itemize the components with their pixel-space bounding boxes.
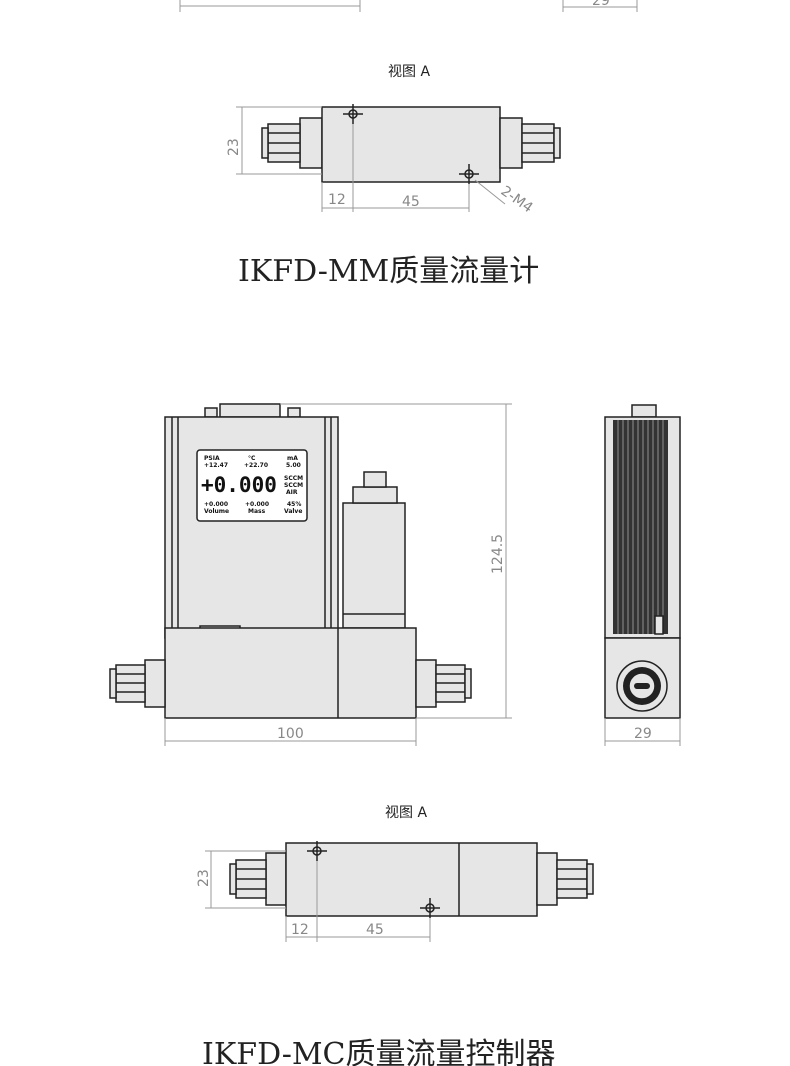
screen-unit-2: SCCM xyxy=(284,482,303,489)
screen-unit-1: SCCM xyxy=(284,475,303,482)
screen-br-label: Valve xyxy=(284,508,302,515)
bottom-view-a-drawing xyxy=(205,841,594,942)
screen-tc-label: °C xyxy=(248,455,256,462)
screen-bl-value: +0.000 xyxy=(204,501,228,508)
front-view-drawing xyxy=(109,403,512,746)
screen-bl-label: Volume xyxy=(204,508,229,515)
top-partial-dimensions: 29 xyxy=(179,0,638,12)
dim-45-bottom: 45 xyxy=(366,922,384,938)
screen-tr-label: mA xyxy=(287,455,298,462)
screen-br-value: 45% xyxy=(287,501,301,508)
screen-main-value: +0.000 xyxy=(201,473,277,497)
title-mm: IKFD-MM质量流量计 xyxy=(238,254,539,289)
screen-tl-value: +12.47 xyxy=(204,462,228,469)
dim-124-5: 124.5 xyxy=(490,534,506,574)
dim-12-bottom: 12 xyxy=(291,922,309,938)
partial-dim-29: 29 xyxy=(592,0,610,9)
screen-tr-value: 5.00 xyxy=(286,462,301,469)
dim-45-top: 45 xyxy=(402,194,420,210)
view-a-label-bottom: 视图 A xyxy=(385,805,427,821)
title-mc: IKFD-MC质量流量控制器 xyxy=(202,1037,556,1066)
dim-23-top: 23 xyxy=(226,138,242,156)
dim-29-side: 29 xyxy=(634,726,652,742)
dim-23-bottom: 23 xyxy=(196,869,212,887)
hole-callout: 2-M4 xyxy=(498,183,536,216)
screen-gas: AIR xyxy=(286,489,298,496)
screen-bc-value: +0.000 xyxy=(245,501,269,508)
side-view-drawing xyxy=(604,404,681,746)
top-view-a-drawing xyxy=(236,104,561,212)
view-a-label-top: 视图 A xyxy=(388,64,430,80)
lcd-screen: PSIA +12.47 °C +22.70 mA 5.00 +0.000 SCC… xyxy=(196,449,308,522)
screen-tl-label: PSIA xyxy=(204,455,220,462)
screen-tc-value: +22.70 xyxy=(244,462,268,469)
dim-12-top: 12 xyxy=(328,192,346,208)
dim-100: 100 xyxy=(277,726,304,742)
screen-bc-label: Mass xyxy=(248,508,266,515)
